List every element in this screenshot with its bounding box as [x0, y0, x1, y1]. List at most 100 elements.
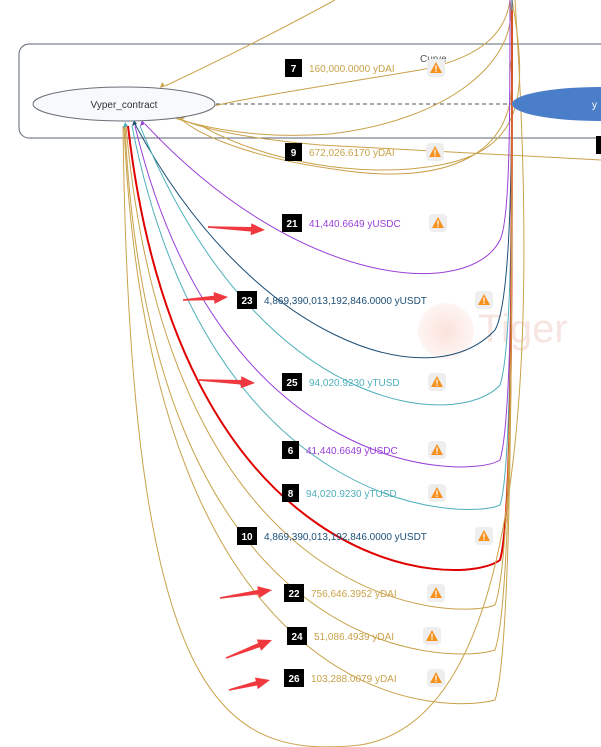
warning-icon-triangle [431, 487, 443, 498]
edge-value-text: 41,440.6649 yUSDC [306, 446, 398, 457]
edge-label[interactable]: 8 94,020.9230 yTUSD! [282, 484, 446, 502]
warning-icon-mark: ! [435, 589, 438, 599]
edge-id-badge [285, 143, 302, 161]
warning-icon[interactable]: ! [429, 214, 447, 232]
pointer-arrow-21 [207, 223, 265, 236]
right-node-label: y [592, 100, 597, 111]
edge-value-text: 94,020.9230 yTUSD [309, 378, 400, 389]
warning-icon-triangle [426, 630, 438, 641]
pointer-arrow-head [257, 586, 272, 599]
edge-curve-extra-0 [189, 0, 511, 113]
pointer-arrow-head [250, 223, 265, 236]
contract-node-label: Vyper_contract [91, 100, 158, 111]
edge-id-text: 22 [288, 589, 300, 600]
warning-icon-triangle [430, 672, 442, 683]
warning-icon[interactable]: ! [427, 59, 445, 77]
edge-curve-26 [123, 9, 513, 705]
edge-value-text: 4,869,390,013,192,846.0000 yUSDT [264, 532, 427, 543]
edge-id-badge [282, 373, 302, 391]
edge-id-badge [237, 527, 257, 545]
pointer-arrow-22 [219, 586, 272, 599]
warning-icon-mark: ! [434, 148, 437, 158]
pointer-arrow-shaft [219, 589, 260, 599]
edge-arrowhead-0 [160, 82, 165, 88]
pointer-arrow-shaft [182, 295, 215, 301]
pointer-arrow-shaft [225, 642, 261, 659]
edge-arrowhead-4 [132, 120, 137, 126]
warning-icon-triangle [430, 587, 442, 598]
edge-label[interactable]: 24 51,086.4939 yDAI! [287, 627, 441, 645]
edge-curve-26-b [122, 0, 525, 747]
pointer-arrow-head [254, 677, 270, 690]
warning-icon-mark: ! [436, 378, 439, 388]
right-marker [596, 136, 601, 154]
warning-icon[interactable]: ! [475, 291, 493, 309]
right-node[interactable]: y [512, 87, 601, 121]
edge-value-text: 41,440.6649 yUSDC [309, 219, 401, 230]
warning-icon-triangle [431, 444, 443, 455]
edge-curve-7 [157, 0, 512, 136]
warning-icon[interactable]: ! [475, 527, 493, 545]
edge-id-text: 10 [241, 532, 253, 543]
contract-node[interactable]: Vyper_contract [32, 86, 216, 122]
edge-value-text: 94,020.9230 yTUSD [306, 489, 397, 500]
warning-icon[interactable]: ! [423, 627, 441, 645]
edge-id-badge [284, 669, 304, 687]
edge-label[interactable]: 21 41,440.6649 yUSDC! [282, 214, 447, 232]
pointer-arrow-24 [225, 639, 272, 659]
pointer-arrow-23 [182, 291, 228, 304]
edge-id-badge [237, 291, 257, 309]
pointer-arrow-shaft [198, 379, 242, 385]
edge-id-text: 7 [291, 64, 297, 75]
edge-label[interactable]: 9 672,026.6170 yDAI! [285, 143, 444, 161]
edge-curve-extra-1 [199, 0, 521, 171]
pointer-arrow-26 [228, 677, 270, 691]
watermark: Tiger [418, 303, 568, 359]
edge-value-text: 672,026.6170 yDAI [309, 148, 395, 159]
incoming-edge-top [164, 0, 336, 87]
edge-id-text: 24 [291, 632, 303, 643]
edge-id-text: 21 [286, 219, 298, 230]
warning-icon[interactable]: ! [426, 143, 444, 161]
pointer-arrows [182, 223, 272, 691]
edge-id-text: 25 [286, 378, 298, 389]
edge-id-badge [287, 627, 307, 645]
warning-icon[interactable]: ! [428, 373, 446, 391]
edge-curve-9-b [181, 59, 513, 175]
edge-label[interactable]: 25 94,020.9230 yTUSD! [282, 373, 446, 391]
warning-icon-triangle [430, 62, 442, 73]
edge-curve-9 [177, 117, 601, 161]
edge-label[interactable]: 10 4,869,390,013,192,846.0000 yUSDT! [237, 527, 493, 545]
warning-icon[interactable]: ! [428, 441, 446, 459]
edge-id-badge [284, 584, 304, 602]
warning-icon-mark: ! [436, 446, 439, 456]
warning-icon[interactable]: ! [427, 584, 445, 602]
warning-icon-triangle [478, 530, 490, 541]
warning-icon[interactable]: ! [428, 484, 446, 502]
edge-curve-21 [144, 0, 511, 275]
pointer-arrow-shaft [228, 680, 258, 691]
edge-arrowhead-3 [140, 120, 145, 126]
warning-icon-mark: ! [431, 632, 434, 642]
edge-value-text: 51,086.4939 yDAI [314, 632, 394, 643]
warning-icon-triangle [478, 294, 490, 305]
edge-id-text: 9 [291, 148, 297, 159]
pointer-arrow-head [213, 291, 228, 304]
warning-icon-mark: ! [436, 489, 439, 499]
edge-curve-8 [131, 9, 513, 510]
edge-id-badge [282, 214, 302, 232]
warning-icon[interactable]: ! [427, 669, 445, 687]
edge-id-badge [282, 441, 299, 459]
pointer-arrow-25 [198, 376, 255, 389]
warning-icon-triangle [431, 376, 443, 387]
edge-arrowhead-5 [123, 122, 128, 128]
edge-id-text: 8 [288, 489, 294, 500]
pointer-arrow-head [240, 376, 255, 389]
